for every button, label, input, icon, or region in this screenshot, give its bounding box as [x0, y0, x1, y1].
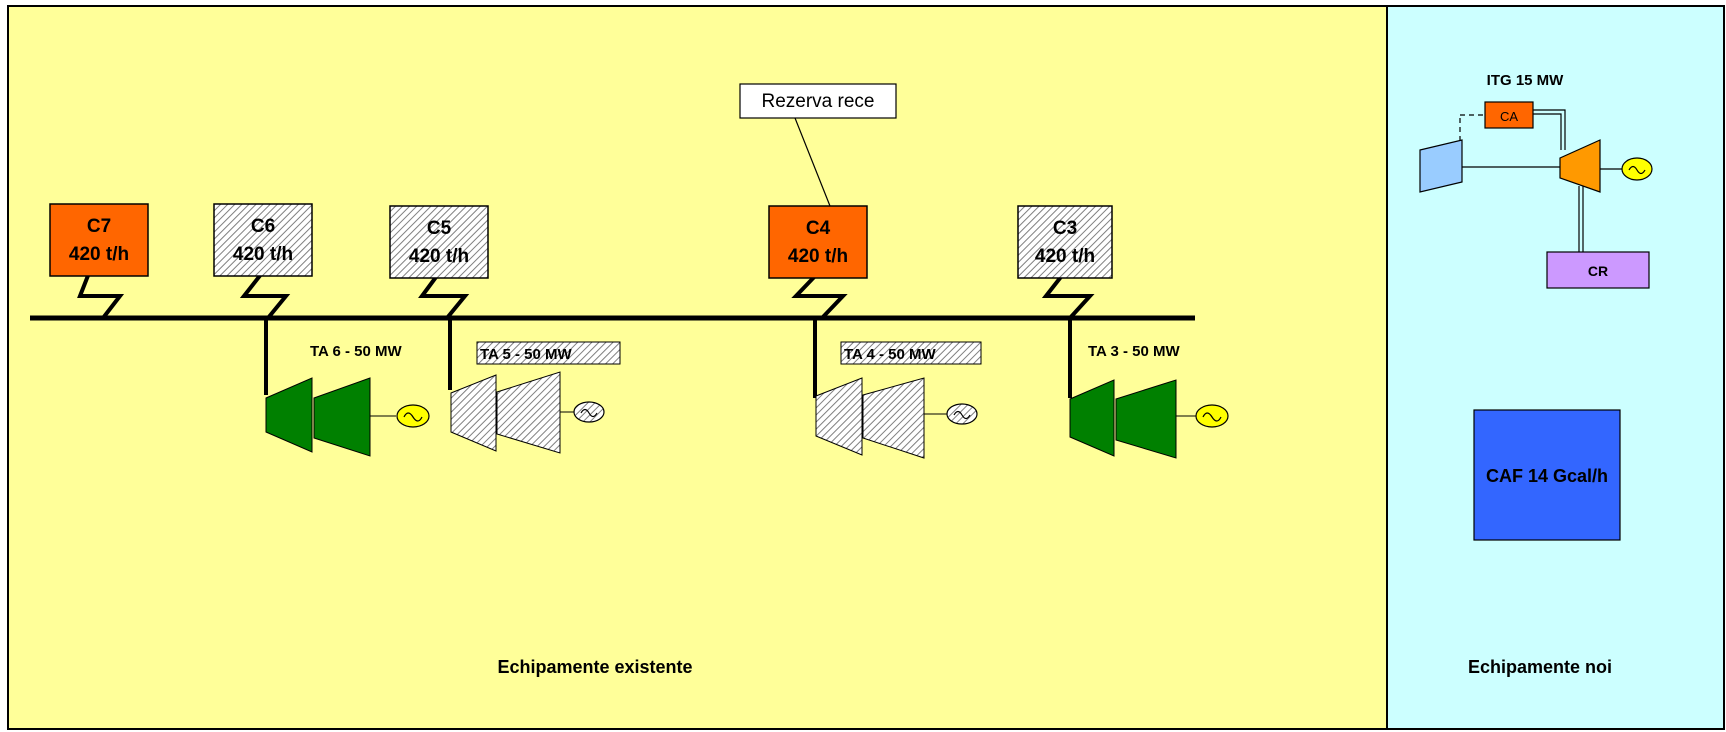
boiler-c3-capacity: 420 t/h [1035, 246, 1095, 267]
boiler-c4 [768, 205, 868, 279]
callout-box [739, 83, 897, 119]
callout-leader [794, 117, 831, 207]
turbine-ta4-label: TA 4 - 50 MW [844, 346, 937, 363]
existing-panel [7, 5, 1388, 730]
boiler-c5 [389, 205, 489, 279]
boiler-c6-capacity: 420 t/h [233, 244, 293, 265]
boiler-c6-name: C6 [251, 216, 275, 237]
boiler-link-c5 [418, 271, 470, 320]
new-caption: Echipamente noi [1468, 657, 1612, 677]
turbine-ta4 [815, 377, 978, 459]
boiler-link-c7 [77, 272, 125, 320]
boiler-c4-name: C4 [806, 218, 831, 239]
itg-label: ITG 15 MW [1487, 72, 1565, 89]
boiler-c7-capacity: 420 t/h [69, 244, 129, 265]
turbine-ta4-label-box [840, 341, 982, 365]
cr-box [1546, 251, 1650, 289]
turbine-ta3-label: TA 3 - 50 MW [1088, 343, 1181, 360]
ca-gt-link [1533, 109, 1566, 150]
callout-text: Rezerva rece [762, 91, 875, 112]
boiler-link-c6 [239, 271, 291, 320]
caf-label: CAF 14 Gcal/h [1486, 466, 1608, 486]
boiler-c4-capacity: 420 t/h [788, 246, 848, 267]
boiler-c3-name: C3 [1053, 218, 1077, 239]
boiler-c5-capacity: 420 t/h [409, 246, 469, 267]
caf-box [1473, 409, 1621, 541]
new-panel [1386, 5, 1725, 730]
turbine-ta6-label: TA 6 - 50 MW [310, 343, 403, 360]
compressor-icon [1419, 139, 1463, 193]
boiler-link-c4 [791, 271, 848, 320]
boiler-c3 [1017, 205, 1113, 279]
boiler-c6 [213, 203, 313, 277]
ca-box [1484, 101, 1534, 129]
boiler-connections [77, 271, 1095, 320]
turbine-ta6 [265, 377, 430, 457]
turbine-ta5-label-box [476, 341, 621, 365]
cr-label: CR [1588, 263, 1608, 279]
boiler-c5-name: C5 [427, 218, 452, 239]
boiler-c7 [49, 203, 149, 277]
turbine-ta3 [1069, 379, 1229, 459]
turbine-ta5-label: TA 5 - 50 MW [480, 346, 573, 363]
boiler-link-c3 [1041, 271, 1095, 320]
gas-turbine-icon [1559, 139, 1601, 193]
itg-generator-wave [1628, 165, 1646, 175]
turbine-steam-lines [264, 318, 1072, 398]
boiler-c7-name: C7 [87, 216, 111, 237]
existing-caption: Echipamente existente [497, 657, 692, 677]
turbine-ta5 [450, 371, 605, 454]
ca-label: CA [1500, 109, 1518, 124]
gt-cr-link [1578, 186, 1584, 252]
